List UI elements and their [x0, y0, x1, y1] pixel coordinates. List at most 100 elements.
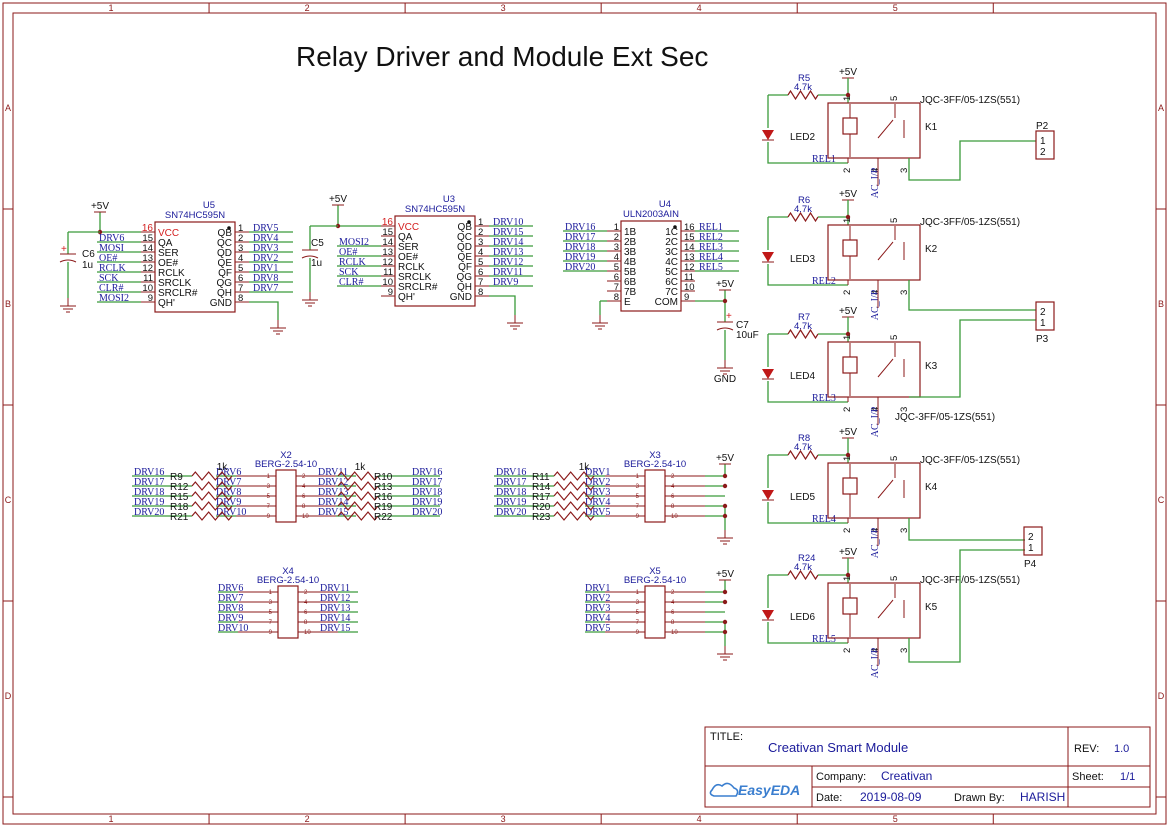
col-label: 2	[305, 814, 310, 824]
header-ref: X3	[649, 450, 661, 461]
net-label: DRV6	[99, 233, 124, 244]
net-label: DRV18	[496, 487, 526, 498]
net-label: DRV19	[565, 252, 595, 263]
pin-name: QB	[218, 228, 233, 239]
led-triangle	[762, 130, 774, 140]
header-pin-num: 8	[304, 620, 308, 626]
relay-pin: 3	[899, 290, 910, 295]
net-label: DRV8	[253, 273, 278, 284]
header-pin-num: 4	[671, 600, 675, 606]
junction-dot	[722, 513, 728, 519]
relay-stage-2: R64.7k+5VLED3REL212534K2JQC-3FF/05-1ZS(5…	[762, 189, 1020, 320]
net-label: REL5	[699, 262, 723, 273]
resistor-zigzag	[337, 481, 379, 491]
net-label: REL4	[699, 252, 723, 263]
relay-res-value: 4.7k	[794, 321, 812, 332]
net-label: DRV1	[585, 583, 610, 594]
header-pin-num: 9	[269, 630, 273, 636]
header-pin-num: 2	[304, 590, 308, 596]
header-pin-num: 7	[636, 620, 640, 626]
relay-contact	[877, 599, 894, 619]
relay-res-value: 4.7k	[794, 204, 812, 215]
relay-pin: 3	[899, 407, 910, 412]
net-label: MOSI2	[339, 237, 369, 248]
pin-name: QG	[216, 278, 232, 289]
power-label: +5V	[839, 547, 857, 558]
net-label: DRV16	[412, 467, 442, 478]
row-label: D	[1158, 691, 1165, 701]
pin-number: 3	[238, 243, 243, 254]
pin-number: 7	[478, 277, 483, 288]
pin-number: 11	[143, 273, 153, 284]
relay-res-ref: R5	[798, 73, 810, 84]
resistor-ref: R11	[532, 472, 550, 483]
junction-dot	[845, 572, 851, 578]
relay-coil	[842, 597, 858, 615]
resistor-zigzag	[787, 211, 819, 223]
col-label: 2	[305, 3, 310, 13]
pin-number: 6	[238, 273, 243, 284]
pin-number: 5	[238, 263, 243, 274]
net-label: DRV18	[134, 487, 164, 498]
resistor-ref: R16	[374, 492, 393, 503]
net-label: DRV1	[585, 467, 610, 478]
pin-name: 1B	[624, 227, 637, 238]
header-pin-num: 10	[671, 630, 678, 636]
pin-name: 6C	[665, 277, 678, 288]
net-label: DRV20	[496, 507, 526, 518]
relay-part: JQC-3FF/05-1ZS(551)	[920, 95, 1020, 106]
pin-number: 9	[148, 293, 153, 304]
pin-name: QA	[398, 232, 413, 243]
pin-number: 14	[142, 243, 153, 254]
net-label: DRV4	[585, 613, 610, 624]
title-block: TITLE: Creativan Smart Module REV: 1.0 C…	[704, 726, 1151, 808]
ground-symbol	[592, 315, 608, 330]
power-symbol: +5V	[839, 427, 857, 439]
relay-res-value: 4.7k	[794, 82, 812, 93]
net-label: DRV19	[412, 497, 442, 508]
led-ref: LED4	[790, 371, 815, 382]
header-pin-num: 6	[304, 610, 308, 616]
net-label: DRV15	[493, 227, 523, 238]
pin-name: QH	[457, 282, 472, 293]
header-pin-num: 3	[636, 484, 640, 490]
relay-contact	[877, 119, 894, 139]
resistor-zigzag	[787, 89, 819, 101]
row-label: B	[1158, 299, 1164, 309]
pin-name: OE#	[398, 252, 418, 263]
pin-name: SRCLR#	[158, 288, 198, 299]
junction-dot	[722, 589, 728, 595]
header-pin-num: 6	[671, 494, 675, 500]
pin-number: 9	[388, 287, 393, 298]
resistor-ref: R18	[170, 502, 189, 513]
pin-name: QD	[457, 242, 472, 253]
pin-name: GND	[450, 292, 472, 303]
led-wire	[767, 142, 848, 164]
relay-stage-5: R244.7k+5VLED6REL512534K5JQC-3FF/05-1ZS(…	[762, 547, 1020, 678]
ic-part: SN74HC595N	[165, 210, 225, 221]
relay-part: JQC-3FF/05-1ZS(551)	[920, 455, 1020, 466]
led-triangle	[762, 369, 774, 379]
resistor-zigzag	[553, 491, 595, 501]
net-label: DRV16	[496, 467, 526, 478]
net-label: DRV1	[253, 263, 278, 274]
pin-number: 12	[684, 262, 695, 273]
resistor-ref: R12	[170, 482, 189, 493]
out-wire	[908, 140, 1036, 181]
header-pin-num: 4	[302, 484, 306, 490]
ac-label: AC_I/P	[870, 289, 881, 320]
header-pin-num: 4	[304, 600, 308, 606]
pin1-marker	[467, 220, 471, 224]
ac-label: AC_I/P	[870, 647, 881, 678]
resistor-ref: R13	[374, 482, 393, 493]
ground-symbol	[717, 360, 733, 375]
pin-number: 10	[684, 282, 695, 293]
pin-number: 13	[382, 247, 393, 258]
pin-number: 1	[238, 223, 243, 234]
pin-name: RCLK	[398, 262, 425, 273]
net-label: DRV13	[318, 487, 348, 498]
power-label: +5V	[91, 201, 109, 212]
relay-net: REL4	[812, 514, 836, 525]
net-label: DRV2	[585, 593, 610, 604]
